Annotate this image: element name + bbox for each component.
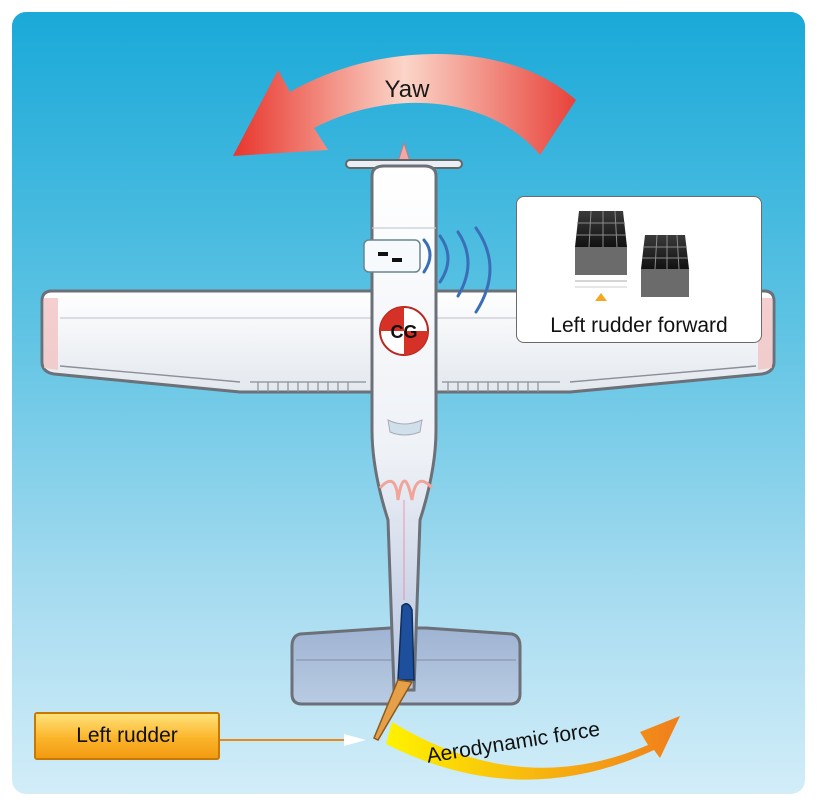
cockpit-gauge-2 xyxy=(392,258,402,262)
right-flap-ribs xyxy=(442,381,560,392)
fuselage-stripe xyxy=(378,479,434,501)
left-wingtip-light xyxy=(44,298,58,370)
left-rudder-label: Left rudder xyxy=(76,724,178,747)
forward-indicator-icon xyxy=(595,293,607,301)
rudder-pedal-callout: Left rudder forward xyxy=(516,196,762,343)
leader-arrowhead xyxy=(344,734,366,746)
aerodynamic-force-arrow xyxy=(386,716,680,780)
right-aileron-line xyxy=(569,365,757,383)
callout-caption: Left rudder forward xyxy=(550,314,728,337)
left-rudder-pedal xyxy=(575,210,627,288)
left-wing xyxy=(40,289,374,394)
right-rudder-pedal xyxy=(641,234,689,297)
left-aileron-line xyxy=(59,365,241,383)
yaw-label: Yaw xyxy=(384,76,430,103)
motion-waves xyxy=(422,226,492,314)
cockpit-gauge-1 xyxy=(378,252,388,256)
cockpit-panel xyxy=(363,239,421,273)
left-flap-ribs xyxy=(250,381,366,392)
yaw-arrow-body xyxy=(233,53,576,157)
cg-quadrant-top-left xyxy=(380,307,404,331)
vertical-fin xyxy=(397,603,415,681)
cg-quadrant-bottom-right xyxy=(404,331,428,355)
cg-label: CG xyxy=(391,322,418,342)
rear-window xyxy=(387,419,423,436)
left-rudder-label-box: Left rudder xyxy=(34,712,220,760)
rudder-deflected xyxy=(373,679,414,741)
